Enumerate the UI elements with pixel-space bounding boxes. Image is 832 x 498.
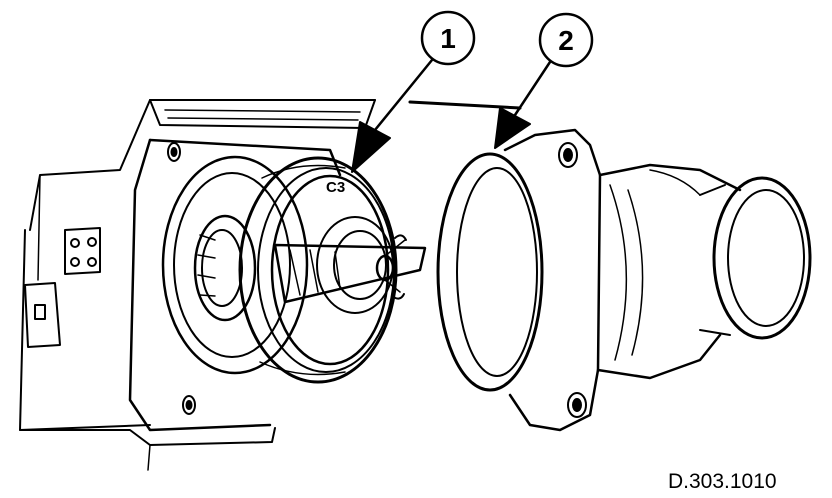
part-marking: C3 [326,179,345,196]
housing-bore-outer [161,155,309,375]
housing-flange [503,128,602,432]
side-tab [24,282,61,348]
callout-2-arrowhead [494,107,531,149]
figure-reference: D.303.1010 [668,470,777,493]
callout-1-leader [373,58,434,132]
housing-bolt-hole-top [558,142,578,168]
callout-1-circle [420,10,476,66]
housing-bolt-hole-bottom [567,392,587,418]
thermostat-flange [238,156,398,384]
bolt-hole-bottom [182,395,196,415]
outlet-pipe-end [712,176,812,340]
bolt-hole-top [167,142,181,162]
callout-2-leader [513,60,552,117]
housing-gasket-face [436,152,544,392]
callout-2-label: 2 [558,25,574,56]
callout-1-label: 1 [440,23,456,54]
callout-1-arrowhead [351,121,391,173]
thermostat: C3 [238,156,427,384]
thermostat-housing [436,128,812,432]
callout-1 [351,10,476,173]
mounting-bracket [64,227,101,275]
callout-2-circle [538,12,594,68]
engine-housing [19,99,522,471]
thermostat-bridge [273,243,427,304]
callout-2 [494,12,594,149]
